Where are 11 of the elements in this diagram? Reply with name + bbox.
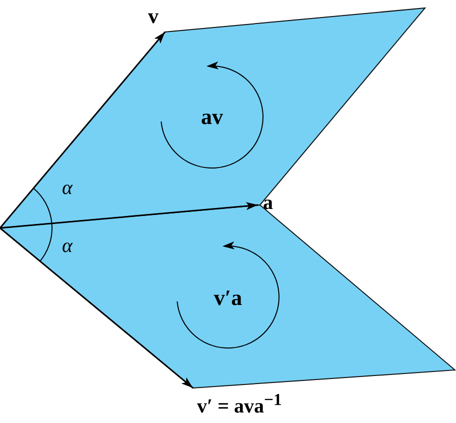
vector-label: a [263, 193, 273, 213]
plane-label: v′a [214, 287, 242, 309]
vector-arrow [0, 32, 166, 228]
angle-label: α [62, 236, 72, 256]
vector-label: v [148, 6, 158, 27]
plane-label: av [201, 106, 223, 128]
vector-arrow [0, 202, 258, 229]
vector-label: v′ = ava$^{−1}$ [197, 392, 282, 417]
vector-arrow [0, 227, 194, 389]
parallelogram [0, 8, 425, 228]
angle-label: α [62, 178, 72, 198]
